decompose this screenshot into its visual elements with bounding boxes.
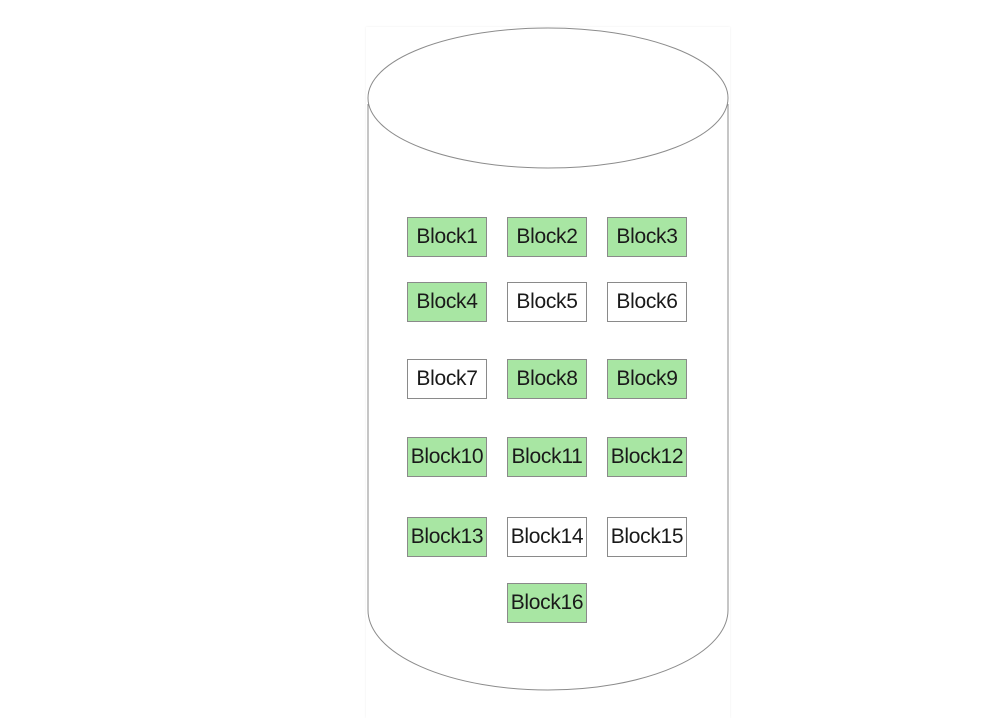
- block-11-label: Block11: [511, 445, 583, 468]
- block-15[interactable]: Block15: [607, 517, 687, 557]
- block-7[interactable]: Block7: [407, 359, 487, 399]
- block-9-label: Block9: [616, 367, 678, 390]
- block-14-label: Block14: [510, 525, 584, 548]
- block-13-label: Block13: [410, 525, 484, 548]
- block-12[interactable]: Block12: [607, 437, 687, 477]
- block-5[interactable]: Block5: [507, 282, 587, 322]
- block-4-label: Block4: [416, 290, 478, 313]
- block-3-label: Block3: [616, 225, 678, 248]
- block-13[interactable]: Block13: [407, 517, 487, 557]
- block-12-label: Block12: [610, 445, 684, 468]
- block-10[interactable]: Block10: [407, 437, 487, 477]
- cylinder-body: [367, 104, 729, 691]
- block-8[interactable]: Block8: [507, 359, 587, 399]
- block-6[interactable]: Block6: [607, 282, 687, 322]
- block-6-label: Block6: [616, 290, 678, 313]
- block-15-label: Block15: [610, 525, 684, 548]
- block-2-label: Block2: [516, 225, 578, 248]
- block-3[interactable]: Block3: [607, 217, 687, 257]
- block-10-label: Block10: [410, 445, 484, 468]
- block-1-label: Block1: [416, 225, 478, 248]
- block-7-label: Block7: [416, 367, 478, 390]
- block-9[interactable]: Block9: [607, 359, 687, 399]
- block-16[interactable]: Block16: [507, 583, 587, 623]
- block-14[interactable]: Block14: [507, 517, 587, 557]
- block-8-label: Block8: [516, 367, 578, 390]
- block-5-label: Block5: [516, 290, 578, 313]
- block-16-label: Block16: [510, 591, 584, 614]
- block-11[interactable]: Block11: [507, 437, 587, 477]
- block-4[interactable]: Block4: [407, 282, 487, 322]
- block-2[interactable]: Block2: [507, 217, 587, 257]
- block-1[interactable]: Block1: [407, 217, 487, 257]
- cylinder-top: [367, 27, 729, 169]
